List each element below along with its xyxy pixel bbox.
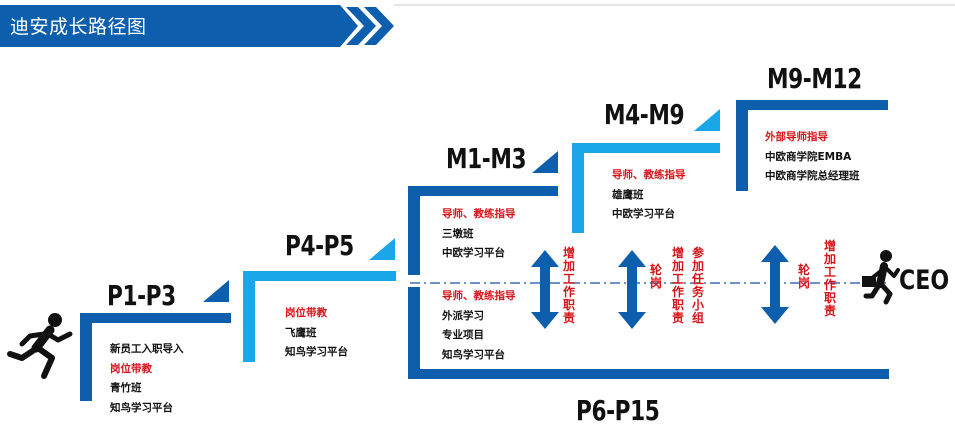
level-label-p1-p3: P1-P3	[107, 279, 176, 312]
step-item: 岗位带教	[110, 362, 152, 375]
transition-label: 轮岗	[649, 263, 662, 290]
step-bracket-m9-m12	[736, 100, 888, 191]
step-item: 导师、教练指导	[442, 208, 516, 220]
runner-icon	[7, 313, 73, 379]
double-arrow-2	[618, 250, 646, 329]
step-item: 知鸟学习平台	[110, 401, 173, 414]
header-banner	[0, 5, 394, 47]
step-item: 岗位带教	[285, 307, 327, 319]
transition-label: 增加工作职责	[823, 239, 836, 318]
page-title: 迪安成长路径图	[10, 16, 147, 38]
step-item: 外部导师指导	[765, 131, 828, 143]
step-item: 知鸟学习平台	[442, 348, 505, 361]
step-item: 中欧商学院总经理班	[765, 170, 860, 182]
level-label-m9-m12: M9-M12	[767, 62, 862, 95]
step-bracket-p6-p15	[408, 287, 889, 379]
step-bracket-m4-m9	[572, 109, 720, 233]
businessman-icon	[862, 250, 900, 305]
level-label-m1-m3: M1-M3	[446, 142, 527, 175]
ceo-label: CEO	[899, 265, 950, 296]
step-items-m4-m9: 导师、教练指导 雄鹰班 中欧学习平台	[612, 166, 686, 225]
transition-label: 增加工作职责	[671, 246, 684, 325]
level-label-p6-p15: P6-P15	[576, 394, 660, 427]
step-item: 中欧商学院EMBA	[765, 150, 852, 163]
double-arrow-1	[531, 250, 559, 329]
step-items-p4-p5: 岗位带教 飞鹰班 知鸟学习平台	[285, 304, 348, 363]
level-label-m4-m9: M4-M9	[604, 98, 685, 131]
step-item: 飞鹰班	[285, 326, 317, 339]
double-arrow-3	[761, 245, 789, 324]
step-item: 三墩班	[442, 227, 474, 240]
step-bracket-m1-m3	[408, 151, 558, 275]
step-item: 外派学习	[442, 309, 484, 322]
step-bracket-p4-p5	[243, 238, 396, 362]
step-item: 导师、教练指导	[442, 290, 516, 302]
step-items-p1-p3: 新员工入职导入 岗位带教 青竹班 知鸟学习平台	[110, 340, 184, 418]
step-item: 中欧学习平台	[442, 247, 505, 259]
step-item: 新员工入职导入	[110, 343, 184, 355]
transition-label: 增加工作职责	[562, 246, 575, 325]
step-item: 雄鹰班	[612, 188, 644, 201]
level-label-p4-p5: P4-P5	[285, 229, 354, 262]
step-items-m1-m3: 导师、教练指导 三墩班 中欧学习平台	[442, 205, 516, 264]
step-item: 青竹班	[110, 382, 142, 394]
transition-label: 参加任务小组	[691, 246, 704, 325]
step-item: 专业项目	[442, 329, 484, 341]
step-items-m9-m12: 外部导师指导 中欧商学院EMBA 中欧商学院总经理班	[765, 128, 860, 187]
transition-label: 轮岗	[797, 263, 810, 290]
step-item: 中欧学习平台	[612, 208, 675, 220]
step-bracket-p1-p3	[80, 280, 231, 401]
step-items-p6-p15: 导师、教练指导 外派学习 专业项目 知鸟学习平台	[442, 287, 516, 365]
step-item: 知鸟学习平台	[285, 346, 348, 358]
step-item: 导师、教练指导	[612, 169, 686, 181]
